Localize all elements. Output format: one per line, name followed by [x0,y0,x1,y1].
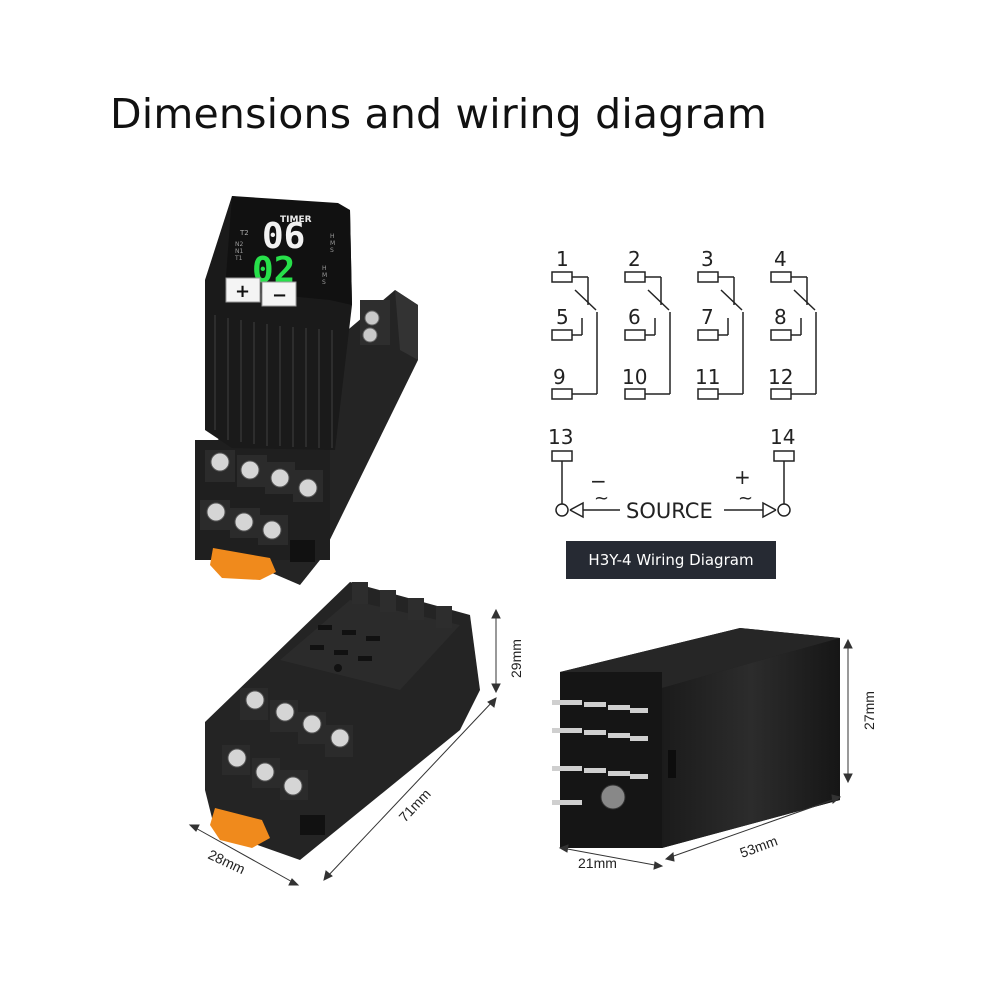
contact-set-2 [624,271,671,400]
terminal-8: 8 [774,305,787,329]
timer-t2-label: T2 [239,229,249,237]
wiring-numbers: 1 5 9 2 6 10 3 7 11 4 8 12 13 14 − + ~ ~… [548,247,795,523]
relay-key-pin [600,784,626,810]
contact-set-3 [697,271,744,400]
socket-length-label: 71mm [395,786,433,825]
relay-width-label: 21mm [578,855,617,871]
terminal-13: 13 [548,425,573,449]
empty-socket [205,582,480,860]
timer-s-label: S [330,247,334,254]
timer-label: TIMER [280,215,312,225]
timer-plus-button[interactable] [225,277,261,303]
minus-icon: − [272,285,287,306]
terminal-7: 7 [701,305,714,329]
source-label: SOURCE [626,499,713,523]
socket-dimension-lines [188,608,501,886]
source-minus: − [590,469,607,493]
timer-n2-label: N2 [235,241,243,248]
timer-m-label: M [330,240,335,247]
socket-height-label: 29mm [508,639,524,678]
timer-m2-label: M [322,272,327,279]
timer-body: TIMER T2 06 02 N2 N1 T1 H M S H M S + − [205,196,352,450]
socket-terminal-group-top [360,300,390,345]
relay-pins [552,700,648,805]
terminal-12: 12 [768,365,793,389]
terminal-11: 11 [695,365,720,389]
empty-socket-screws [222,688,353,800]
source-plus: + [734,465,751,489]
empty-socket-clip [210,808,270,848]
timer-on-socket: TIMER T2 06 02 N2 N1 T1 H M S H M S + − [195,196,418,585]
wiring-diagram [551,271,817,519]
timer-minus-button[interactable] [261,281,297,307]
source-tilde-left: ~ [594,488,609,509]
terminal-10: 10 [622,365,647,389]
terminal-9: 9 [553,365,566,389]
terminal-2: 2 [628,247,641,271]
relay-height-label: 27mm [861,691,877,730]
timer-h-label: H [330,233,335,240]
timer-n1-label: N1 [235,248,243,255]
terminal-4: 4 [774,247,787,271]
relay-length-label: 53mm [738,832,780,860]
terminal-14: 14 [770,425,795,449]
timer-h2-label: H [322,265,327,272]
wiring-caption: H3Y-4 Wiring Diagram [566,541,776,579]
socket-screw-terminals [200,450,323,545]
relay-dimension-lines [558,638,853,870]
terminal-3: 3 [701,247,714,271]
plus-icon: + [235,281,250,302]
timer-t1-label: T1 [234,255,243,262]
contact-set-1 [551,271,598,400]
socket-clip [210,548,276,580]
terminal-6: 6 [628,305,641,329]
terminal-5: 5 [556,305,569,329]
terminal-1: 1 [556,247,569,271]
timer-s2-label: S [322,279,326,286]
contact-set-4 [770,271,817,400]
timer-display-top: 06 [262,216,305,257]
page-title: Dimensions and wiring diagram [110,90,767,138]
socket-width-label: 28mm [206,846,248,877]
relay-module [552,628,840,848]
source-tilde-right: ~ [738,488,753,509]
source-circuit [551,450,795,519]
